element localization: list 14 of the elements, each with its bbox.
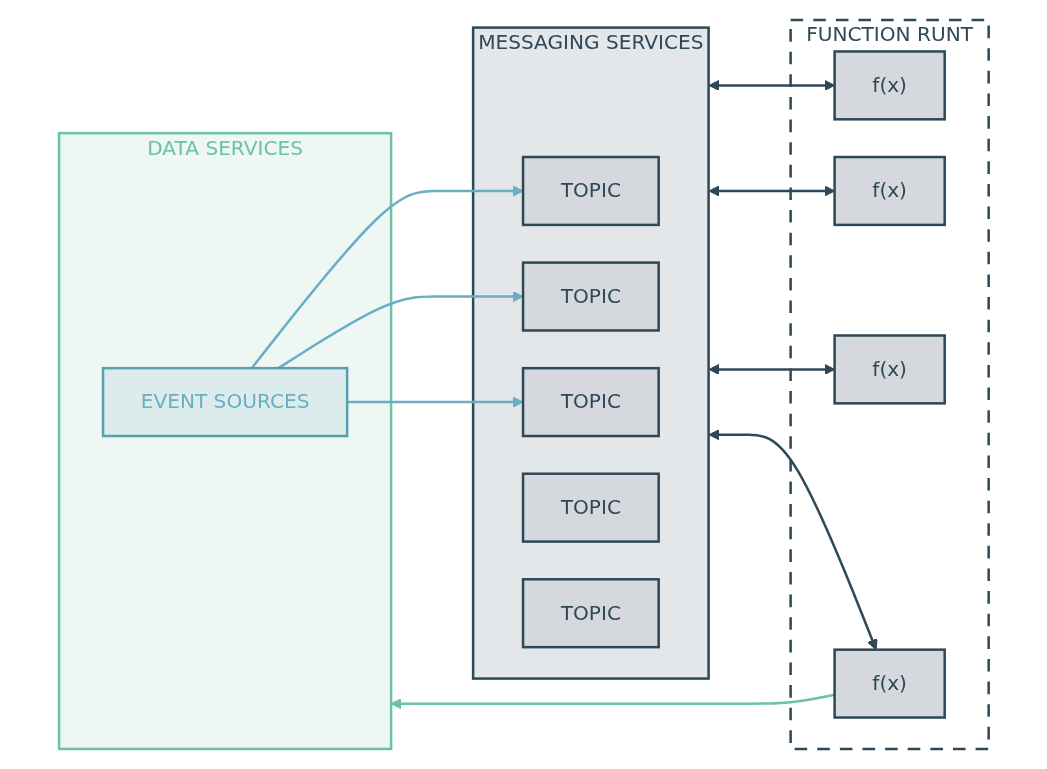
node-box: TOPIC [521,472,660,543]
node-box: EVENT SOURCES [101,366,348,438]
arrow [708,363,835,375]
node-box: TOPIC [521,366,660,438]
arrow [708,185,835,197]
node-box: f(x) [833,648,946,719]
arrow [708,79,835,91]
node-box: TOPIC [521,155,660,227]
arrow [390,693,835,710]
node-box: f(x) [833,50,946,121]
node-box: TOPIC [521,261,660,332]
node-box: TOPIC [521,578,660,649]
node-box: f(x) [833,334,946,405]
node-box: f(x) [833,155,946,227]
